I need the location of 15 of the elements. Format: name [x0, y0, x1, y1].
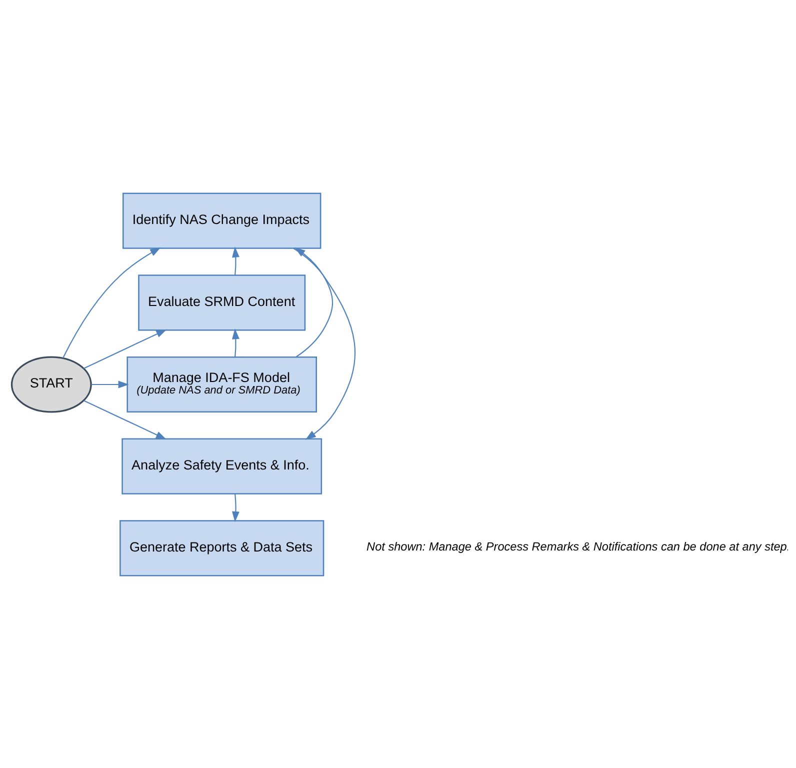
arrow	[62, 246, 161, 358]
arrow	[84, 400, 166, 439]
arrow	[91, 380, 129, 388]
arrow	[232, 493, 240, 522]
node-box: Evaluate SRMD Content	[138, 274, 306, 330]
arrow	[83, 328, 167, 368]
node-box: Analyze Safety Events & Info.	[122, 438, 322, 494]
node-ellipse: START	[10, 356, 92, 412]
arrow	[293, 247, 356, 440]
arrow	[294, 246, 334, 357]
arrow	[232, 328, 240, 356]
node-box: Manage IDA-FS Model (Update NAS and or SMRD Data)	[126, 356, 317, 412]
arrow	[232, 246, 240, 275]
node-box: Generate Reports & Data Sets	[120, 520, 324, 576]
node-box: Identify NAS Change Impacts	[122, 192, 322, 248]
